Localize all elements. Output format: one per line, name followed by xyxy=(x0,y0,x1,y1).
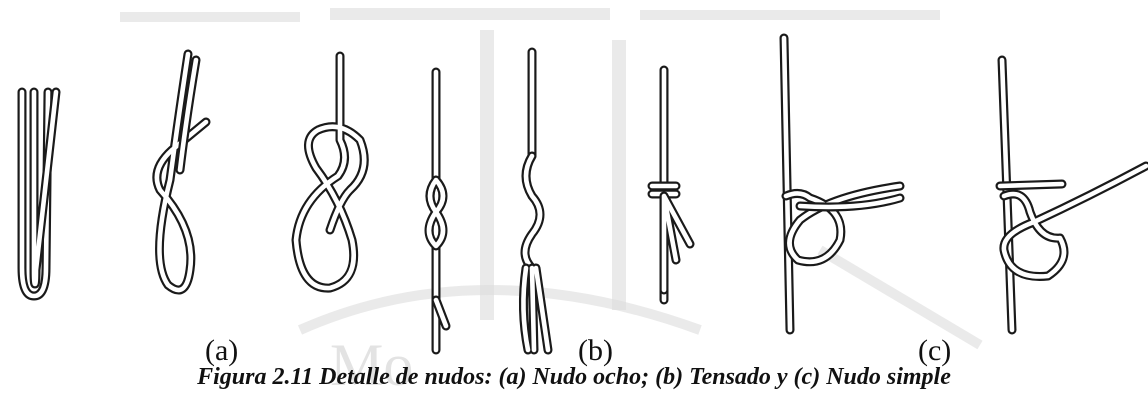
knot-step-wrap xyxy=(652,70,690,300)
figure-caption: Figura 2.11 Detalle de nudos: (a) Nudo o… xyxy=(0,364,1148,391)
panel-label-b: (b) xyxy=(578,334,613,368)
knot-step-bight xyxy=(22,92,56,296)
knot-step-cross xyxy=(157,54,206,290)
panel-label-a: (a) xyxy=(205,334,238,368)
knot-step-tension xyxy=(523,52,548,350)
panel-label-c: (c) xyxy=(918,334,951,368)
knot-step-simple-post xyxy=(784,38,900,330)
knot-step-figure-eight xyxy=(296,56,364,288)
knot-step-figure-eight-tight xyxy=(429,72,446,350)
knot-step-simple-tight xyxy=(1000,60,1146,330)
